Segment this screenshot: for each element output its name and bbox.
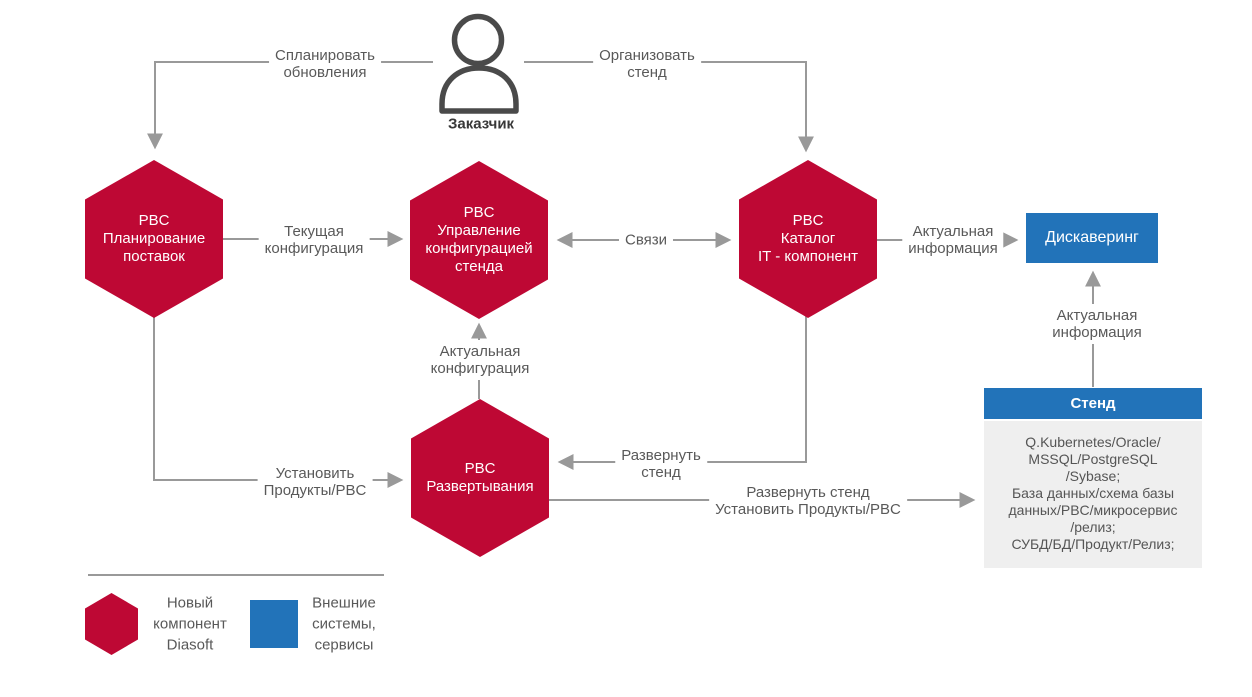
stand-body-line: СУБД/БД/Продукт/Релиз; [1011, 536, 1175, 552]
edge-label-links: Связи [618, 228, 674, 252]
stand-body-line: MSSQL/PostgreSQL [1028, 451, 1158, 467]
edge-label-deploy-stand: Развернуть стенд [615, 444, 707, 484]
hexagon-label-line: конфигурацией [425, 240, 533, 257]
person-icon [429, 12, 529, 119]
hexagon-label-line: PBC [138, 212, 170, 229]
edge-deploy-stand [557, 314, 807, 470]
hexagon-label-line: PBC [463, 204, 495, 221]
edge-label-actual-info-stand: Актуальная информация [1046, 304, 1148, 344]
hexagon-label-line: стенда [455, 258, 503, 275]
discovering-label: Дискаверинг [1045, 229, 1139, 246]
stand-body-line: /релиз; [1070, 519, 1116, 535]
edge-label-deploy-install: Развернуть стенд Установить Продукты/PBC [709, 481, 907, 521]
discovering-box: Дискаверинг [1026, 213, 1158, 263]
hexagon-label-line: PBC [792, 212, 824, 229]
edge-label-install-products: Установить Продукты/PBC [257, 462, 373, 502]
legend-external-systems-label: Внешние системы, сервисы [312, 594, 376, 654]
stand-header: Стенд [984, 388, 1202, 419]
stand-body-line: данных/PBC/микросервис [1008, 502, 1178, 518]
stand-title: Стенд [1070, 395, 1116, 412]
hexagon-label-line: Развертывания [426, 478, 534, 495]
hexagon-label-line: PBC [464, 460, 496, 477]
edge-label-plan-updates: Спланировать обновления [269, 44, 381, 84]
stand-body-line: База данных/схема базы [1011, 485, 1175, 501]
actor-label: Заказчик [447, 115, 515, 133]
edge-label-organize-stand: Организовать стенд [593, 44, 701, 84]
stand-body-line: /Sybase; [1065, 468, 1121, 484]
hexagon-label-line: Каталог [780, 230, 836, 247]
hexagon-label-line: поставок [123, 248, 185, 265]
stand-body-line: Q.Kubernetes/Oracle/ [1025, 434, 1161, 450]
hexagon-label-line: Управление [437, 222, 521, 239]
edge-label-current-config: Текущая конфигурация [258, 220, 370, 260]
edge-label-actual-config: Актуальная конфигурация [424, 340, 536, 380]
hexagon-label-line: Планирование [102, 230, 206, 247]
edge-label-actual-info: Актуальная информация [902, 220, 1004, 260]
legend-divider [88, 574, 384, 576]
stand-box: Стенд Q.Kubernetes/Oracle/ MSSQL/Postgre… [984, 388, 1202, 568]
legend-square-swatch [250, 600, 298, 648]
stand-body: Q.Kubernetes/Oracle/ MSSQL/PostgreSQL /S… [984, 421, 1202, 568]
edge-install-products [153, 317, 404, 488]
hexagon-label-line: IT - компонент [757, 248, 859, 265]
legend-new-component-label: Новый компонент Diasoft [153, 594, 227, 654]
